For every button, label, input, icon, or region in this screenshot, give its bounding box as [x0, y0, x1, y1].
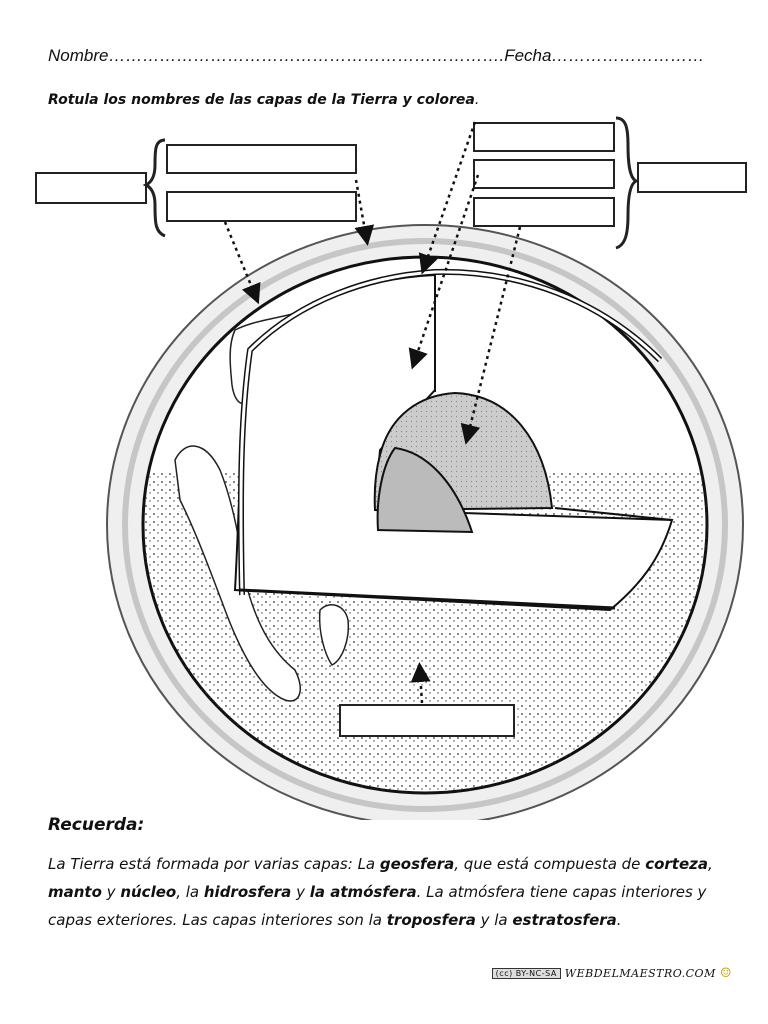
- recuerda-paragraph: La Tierra está formada por varias capas:…: [48, 850, 738, 934]
- label-box-estratosfera[interactable]: [473, 159, 615, 189]
- term-hidrosfera: hidrosfera: [203, 883, 292, 901]
- license-badge[interactable]: (cc) BY-NC-SA: [491, 968, 561, 979]
- text-segment: . La atmósfera tiene capas interiores y …: [48, 883, 707, 929]
- left-brace: [142, 138, 166, 238]
- instruction: Rotula los nombres de las capas de la Ti…: [48, 92, 479, 108]
- smiley-icon: ☺: [719, 966, 732, 981]
- fecha-label: Fecha………………………: [504, 46, 705, 65]
- footer: (cc) BY-NC-SA WEBDELMAESTRO.COM ☺: [491, 966, 732, 981]
- text-segment: y: [101, 883, 121, 901]
- text-segment: ,: [707, 855, 713, 873]
- term-nucleo: núcleo: [120, 883, 177, 901]
- instruction-text: Rotula los nombres de las capas de la Ti…: [48, 92, 475, 108]
- recuerda-title: Recuerda:: [48, 815, 145, 835]
- text-segment: , la: [176, 883, 204, 901]
- term-atmosfera: la atmósfera: [309, 883, 417, 901]
- term-troposfera: troposfera: [386, 911, 476, 929]
- text-segment: y la: [475, 911, 513, 929]
- earth-diagram: [35, 116, 747, 820]
- label-box-atmosfera[interactable]: [637, 162, 747, 193]
- term-geosfera: geosfera: [379, 855, 455, 873]
- term-corteza: corteza: [645, 855, 708, 873]
- inner-core: [376, 446, 474, 534]
- label-box-geosfera[interactable]: [35, 172, 147, 204]
- label-box-manto[interactable]: [166, 191, 357, 222]
- label-box-hidrosfera[interactable]: [339, 704, 515, 737]
- text-segment: .: [616, 911, 622, 929]
- right-brace: [615, 116, 640, 250]
- label-box-corteza[interactable]: [166, 144, 357, 174]
- instruction-period: .: [474, 92, 480, 108]
- label-box-troposfera[interactable]: [473, 122, 615, 152]
- arrows: [223, 121, 522, 704]
- text-segment: La Tierra está formada por varias capas:…: [48, 855, 380, 873]
- nombre-label: Nombre…………………………………………………………….: [48, 46, 505, 65]
- term-estratosfera: estratosfera: [512, 911, 617, 929]
- site-name[interactable]: WEBDELMAESTRO.COM: [564, 967, 716, 980]
- name-date-line: Nombre…………………………………………………………….Fecha………………: [48, 46, 704, 66]
- label-box-nucleo[interactable]: [473, 197, 615, 227]
- text-segment: y: [291, 883, 310, 901]
- continent-shape: [318, 604, 350, 666]
- text-segment: , que está compuesta de: [454, 855, 646, 873]
- term-manto: manto: [48, 883, 102, 901]
